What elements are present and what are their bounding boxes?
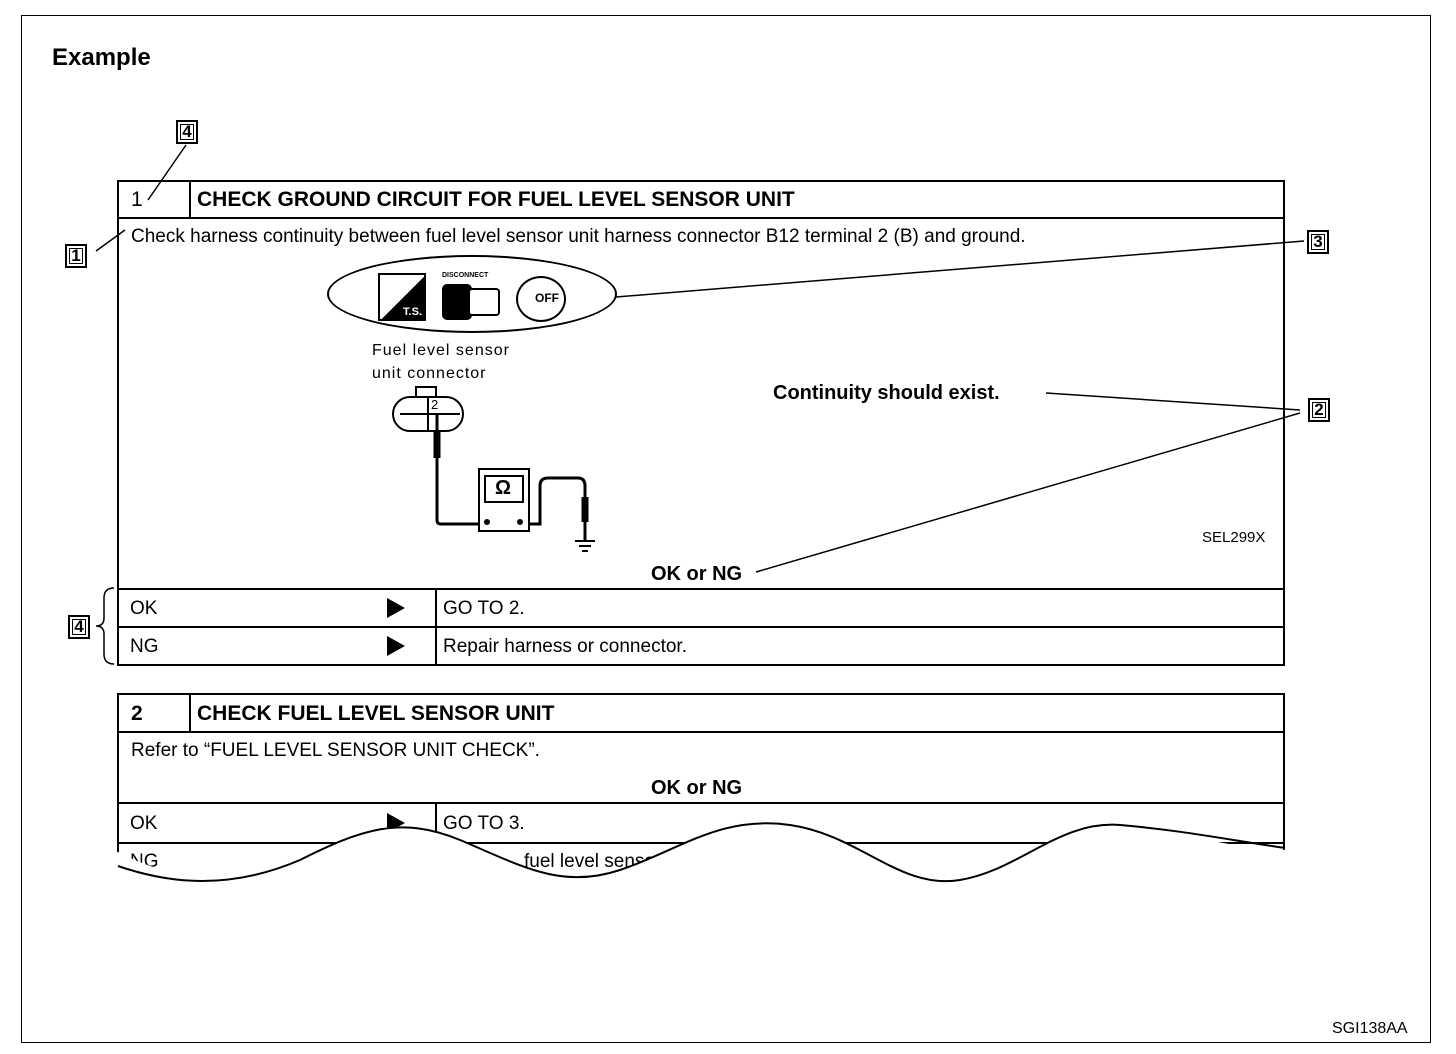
step2-result-ok: OK [130, 813, 158, 834]
step1-arrow-ng [387, 636, 405, 656]
callout-4-top: 4 [176, 120, 198, 144]
step1-results-top-divider [117, 588, 1285, 590]
callout-4-left: 4 [68, 615, 90, 639]
step1-arrow-ok [387, 598, 405, 618]
step1-action-ok: GO TO 2. [443, 598, 525, 619]
callout-3: 3 [1307, 230, 1329, 254]
step1-heading: CHECK GROUND CIRCUIT FOR FUEL LEVEL SENS… [197, 188, 795, 211]
ohm-symbol: Ω [495, 477, 512, 499]
expected-result: Continuity should exist. [773, 382, 1000, 404]
step2-number: 2 [131, 702, 143, 725]
step1-number-divider [189, 180, 191, 217]
ts-label: T.S. [403, 306, 422, 318]
callout-2: 2 [1308, 398, 1330, 422]
step1-result-ok: OK [130, 598, 158, 619]
step1-result-ng: NG [130, 636, 159, 657]
step1-instruction: Check harness continuity between fuel le… [131, 226, 1026, 247]
page-title: Example [52, 44, 151, 71]
step2-heading: CHECK FUEL LEVEL SENSOR UNIT [197, 702, 555, 725]
connector-label-1: Fuel level sensor [372, 342, 510, 359]
callout-1: 1 [65, 244, 87, 268]
step1-box [117, 180, 1285, 666]
step1-action-ng: Repair harness or connector. [443, 636, 687, 657]
off-label: OFF [535, 291, 559, 305]
terminal-number: 2 [431, 397, 439, 412]
page-frame [21, 15, 1431, 1043]
step2-instruction: Refer to “FUEL LEVEL SENSOR UNIT CHECK”. [131, 740, 540, 761]
step1-results-mid-divider [117, 626, 1285, 628]
step2-ok-or-ng: OK or NG [651, 777, 743, 799]
step1-header-divider [117, 217, 1285, 219]
ts-icon: T.S. [378, 273, 426, 321]
figure-code: SGI138AA [1332, 1020, 1408, 1037]
disconnect-label: DISCONNECT [442, 272, 489, 279]
ignition-off-icon: OFF [516, 276, 566, 322]
step2-action-ok: GO TO 3. [443, 813, 525, 834]
step1-results-col-divider [435, 588, 437, 665]
connector-label-2: unit connector [372, 365, 487, 382]
disconnect-icon: DISCONNECT [438, 272, 504, 324]
step2-number-divider [189, 693, 191, 731]
icon-ellipse [327, 255, 617, 333]
step1-ok-or-ng: OK or NG [651, 563, 743, 585]
step1-number: 1 [131, 188, 143, 211]
diagram-code: SEL299X [1202, 529, 1266, 546]
step2-results-top-divider [117, 802, 1285, 804]
step2-header-divider [117, 731, 1285, 733]
